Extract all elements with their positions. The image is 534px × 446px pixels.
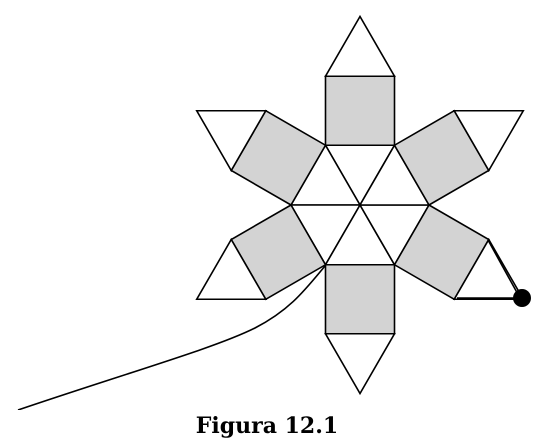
- string-curve: [17, 265, 326, 410]
- outer-triangle: [324, 332, 396, 396]
- figure-caption: Figura 12.1: [195, 413, 339, 439]
- end-dot: [513, 289, 531, 307]
- outer-triangle: [324, 14, 396, 78]
- square-face: [324, 263, 396, 335]
- polyhedron-net-figure: [17, 14, 531, 410]
- square-face: [324, 75, 396, 147]
- outer-triangle: [195, 109, 268, 173]
- tail-edge: [487, 239, 521, 299]
- outer-triangle: [452, 109, 525, 173]
- polyhedron-net: [195, 14, 525, 396]
- outer-triangle: [195, 237, 268, 301]
- outer-triangle: [452, 237, 525, 301]
